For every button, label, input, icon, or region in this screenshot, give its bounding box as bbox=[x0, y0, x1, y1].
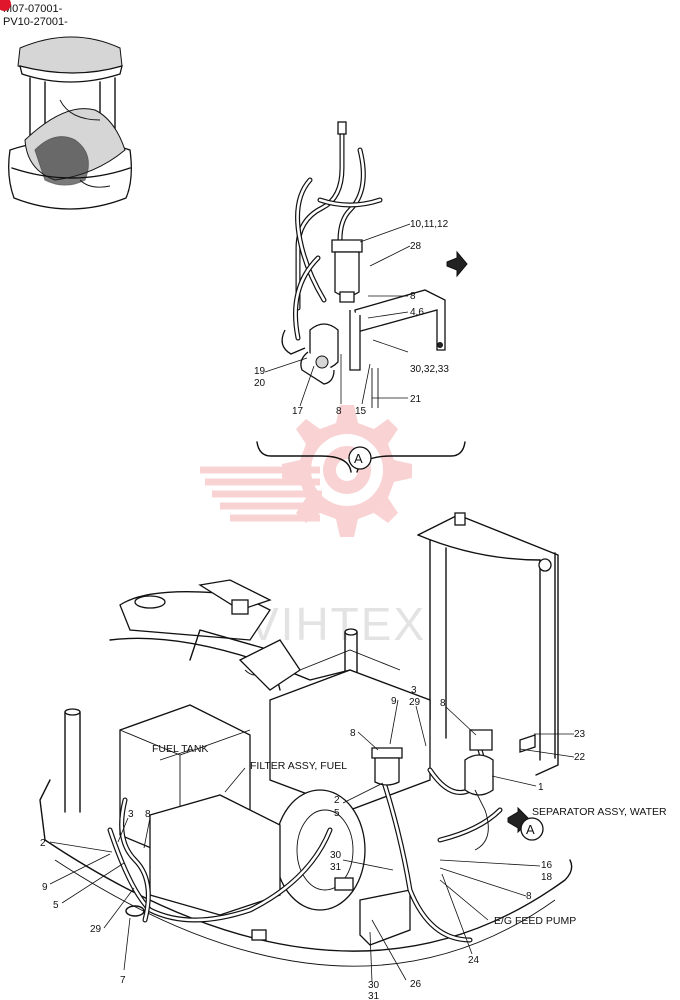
section-label: A bbox=[526, 822, 535, 837]
callout-3: 3 bbox=[411, 685, 417, 696]
callout-8: 8 bbox=[440, 698, 446, 709]
callout-8: 8 bbox=[145, 809, 151, 820]
callout-30-32-33: 30,32,33 bbox=[410, 364, 449, 375]
callout-2: 2 bbox=[334, 795, 340, 806]
callout-19: 19 bbox=[254, 366, 266, 377]
callout-30: 30 bbox=[368, 980, 380, 991]
callout-7: 7 bbox=[120, 975, 126, 986]
callout-8: 8 bbox=[526, 891, 532, 902]
detail-view-label: A bbox=[354, 451, 363, 466]
callout-15: 15 bbox=[355, 406, 367, 417]
callout-8: 8 bbox=[336, 406, 342, 417]
callout-22: 22 bbox=[574, 752, 586, 763]
callout-5: 5 bbox=[334, 808, 340, 819]
callout-5: 5 bbox=[53, 900, 59, 911]
machine-thumbnail bbox=[8, 36, 132, 210]
label-separator-assy: SEPARATOR ASSY, WATER bbox=[532, 806, 667, 818]
section-marker bbox=[520, 817, 544, 841]
callout-26: 26 bbox=[410, 979, 422, 990]
serial-number-1: M07-07001- bbox=[3, 3, 63, 15]
callout-30: 30 bbox=[330, 850, 342, 861]
corner-marker-icon bbox=[0, 0, 11, 11]
view-arrow-icon bbox=[446, 250, 468, 278]
callout-1: 1 bbox=[538, 782, 544, 793]
callout-23: 23 bbox=[574, 729, 586, 740]
callout-17: 17 bbox=[292, 406, 304, 417]
callout-2: 2 bbox=[40, 838, 46, 849]
water-separator bbox=[464, 754, 494, 796]
label-filter-assy: FILTER ASSY, FUEL bbox=[250, 760, 347, 772]
callout-8: 8 bbox=[410, 291, 416, 302]
leader-lines bbox=[49, 223, 575, 983]
watermark-logo-icon bbox=[200, 405, 412, 537]
callout-3: 3 bbox=[128, 809, 134, 820]
serial-number-2: PV10-27001- bbox=[3, 16, 68, 28]
callout-4-6: 4,6 bbox=[410, 307, 424, 318]
callout-9: 9 bbox=[42, 882, 48, 893]
detail-view-assembly bbox=[281, 121, 468, 408]
callout-16: 16 bbox=[541, 860, 553, 871]
main-machine-body bbox=[39, 512, 573, 967]
callout-9: 9 bbox=[391, 696, 397, 707]
callout-21: 21 bbox=[410, 394, 422, 405]
callout-31: 31 bbox=[330, 862, 342, 873]
callout-8: 8 bbox=[350, 728, 356, 739]
callout-31: 31 bbox=[368, 991, 380, 1000]
feed-pump-bracket bbox=[359, 889, 411, 946]
callout-24: 24 bbox=[468, 955, 480, 966]
fuel-filter bbox=[371, 747, 403, 759]
callout-29: 29 bbox=[90, 924, 102, 935]
callout-18: 18 bbox=[541, 872, 553, 883]
callout-28: 28 bbox=[410, 241, 422, 252]
label-feed-pump: E/G FEED PUMP bbox=[494, 915, 576, 927]
callout-29: 29 bbox=[409, 697, 421, 708]
label-fuel-tank: FUEL TANK bbox=[152, 743, 208, 755]
detail-view-marker bbox=[348, 446, 372, 470]
callout-20: 20 bbox=[254, 378, 266, 389]
callout-10-11-12: 10,11,12 bbox=[410, 219, 449, 230]
